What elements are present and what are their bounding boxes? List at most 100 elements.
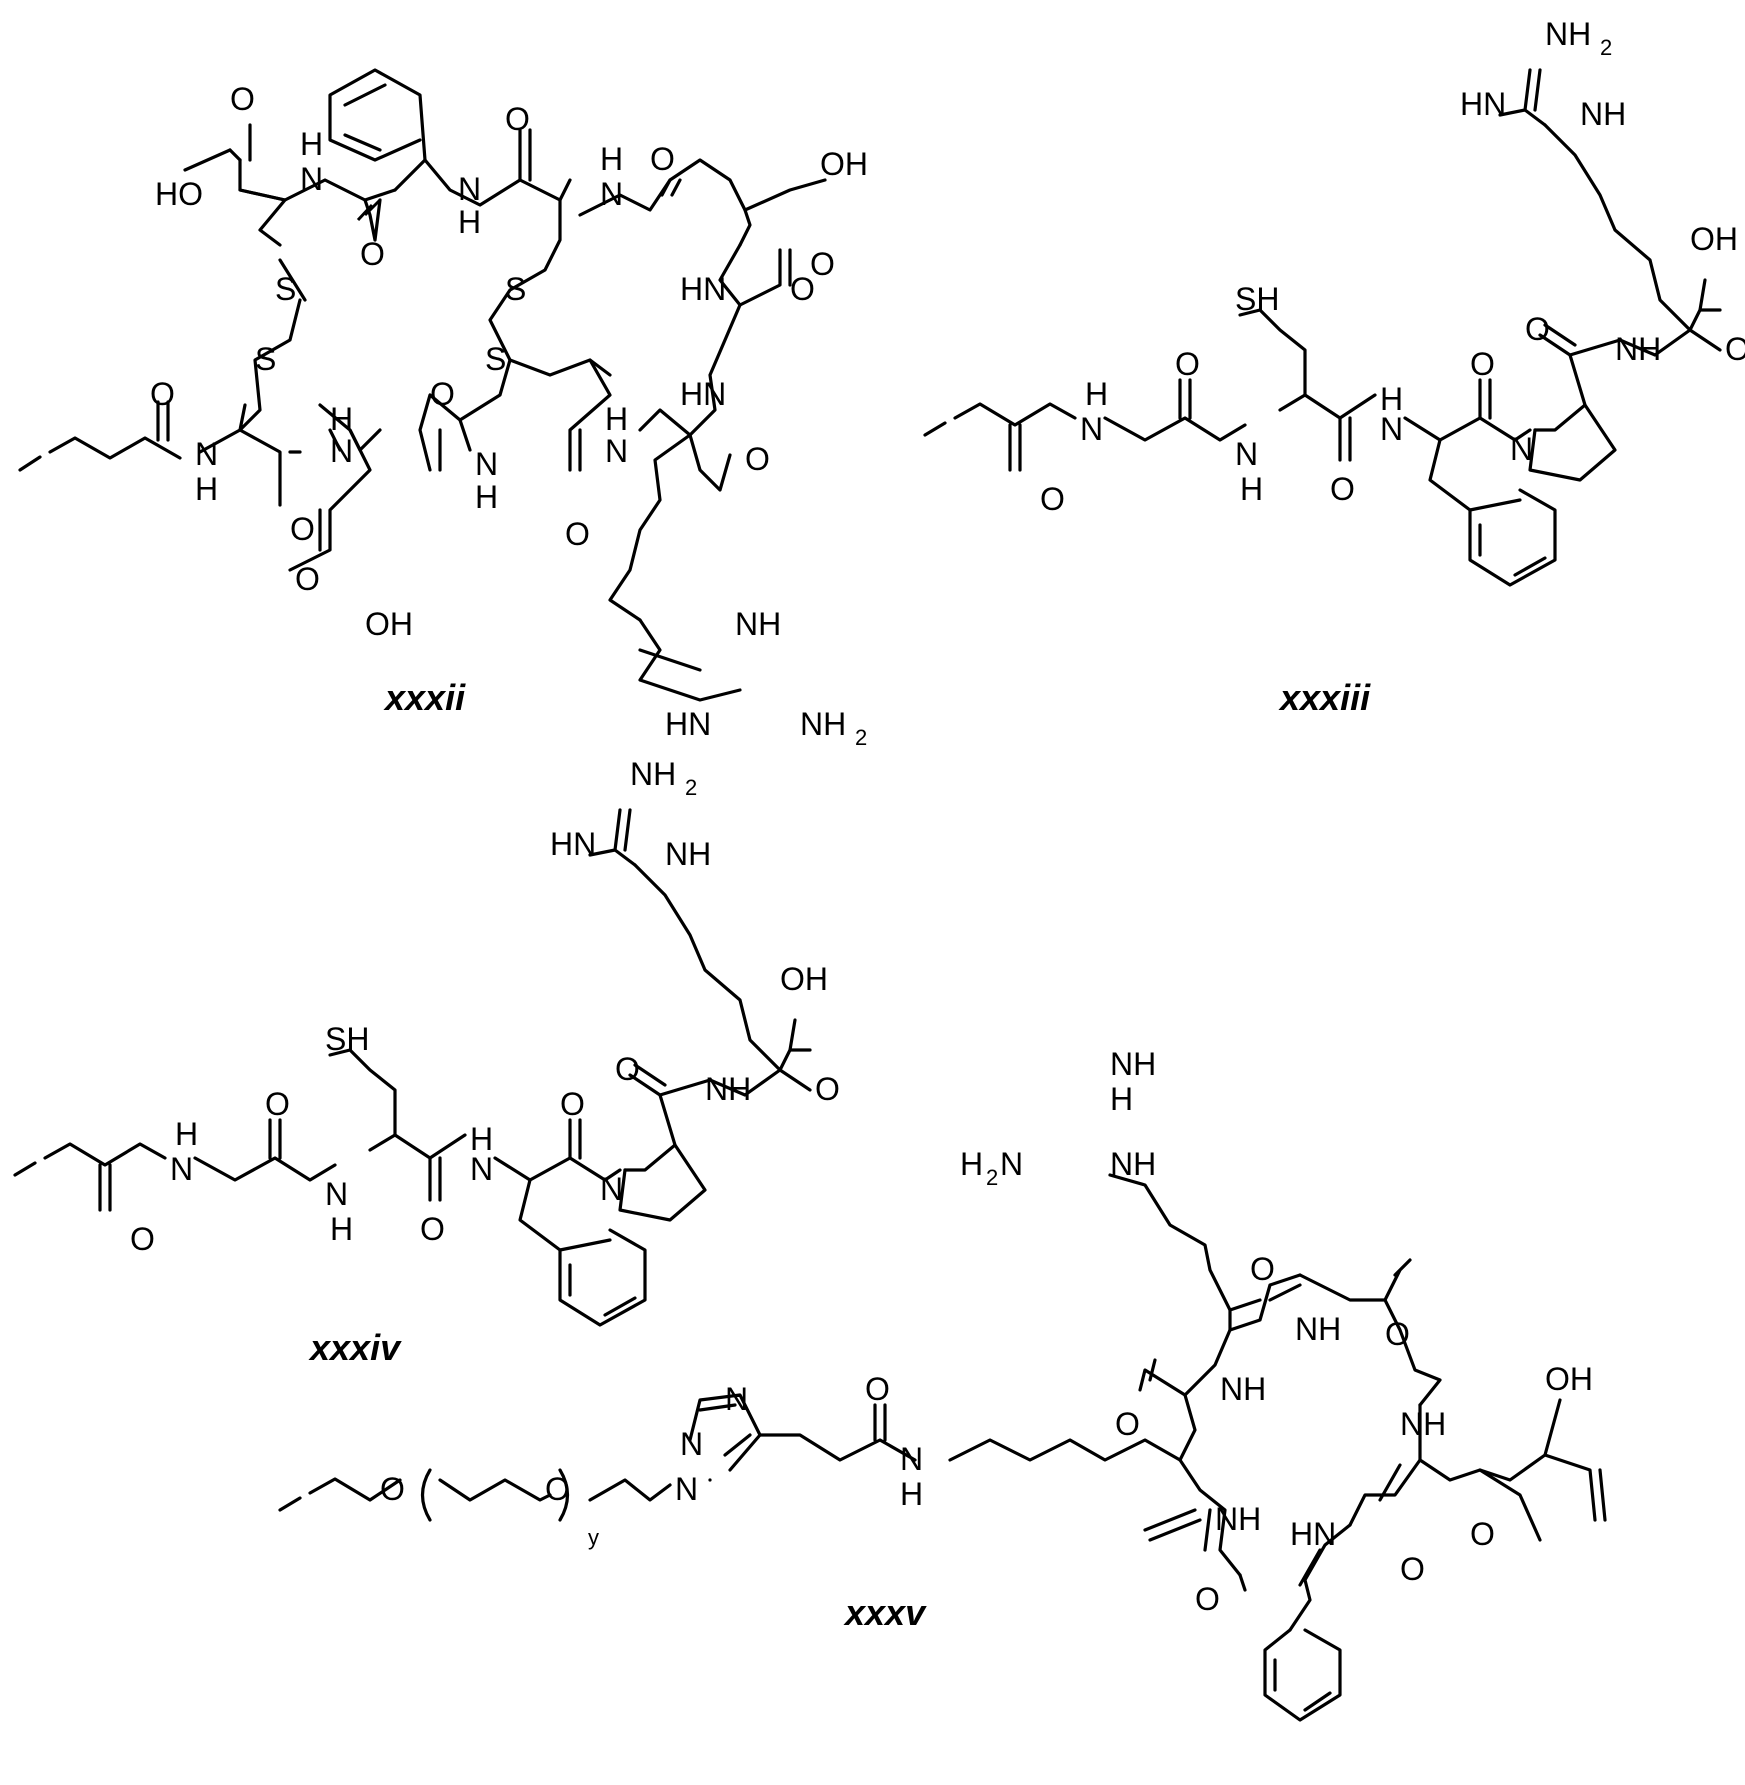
atom-label: H xyxy=(605,401,628,437)
atom-label: H xyxy=(960,1146,983,1182)
compound-label-xxxv: xxxv xyxy=(843,1592,927,1633)
atom-label: N xyxy=(900,1441,923,1477)
atom-subscript: 2 xyxy=(685,775,697,800)
atom-label: O xyxy=(1385,1316,1410,1352)
atom-label: O xyxy=(1470,346,1495,382)
atom-label: N xyxy=(475,446,498,482)
atom-label: H xyxy=(195,471,218,507)
atom-label: HO xyxy=(155,176,203,212)
atom-label: O xyxy=(230,81,255,117)
atom-label: O xyxy=(1195,1581,1220,1617)
atom-label: O xyxy=(130,1221,155,1257)
compound-xxxii: HO O H N O N H O H N O OH O HN O HN S S … xyxy=(20,70,868,750)
atom-label: OH xyxy=(1545,1361,1593,1397)
atom-label: HN xyxy=(665,706,711,742)
atom-label: NH xyxy=(1400,1406,1446,1442)
atom-label: S xyxy=(255,341,276,377)
atom-label: NH xyxy=(1580,96,1626,132)
atom-label: H xyxy=(458,204,481,240)
atom-label: HN xyxy=(550,826,596,862)
atom-label: O xyxy=(380,1471,405,1507)
atom-label: H xyxy=(475,479,498,515)
atom-label: O xyxy=(1525,311,1550,347)
atom-label: O xyxy=(420,1211,445,1247)
atom-label: N xyxy=(1380,411,1403,447)
atom-label: N xyxy=(600,176,623,212)
atom-label: O xyxy=(1330,471,1355,507)
atom-label: HN xyxy=(680,271,726,307)
compound-label-xxxii: xxxii xyxy=(383,677,466,718)
atom-label: O xyxy=(290,511,315,547)
atom-label: H xyxy=(175,1116,198,1152)
atom-label: O xyxy=(615,1051,640,1087)
atom-label: N xyxy=(605,433,628,469)
atom-label: NH xyxy=(1295,1311,1341,1347)
compound-xxxiv: O H N O N H SH O H N O N O NH O OH NH HN… xyxy=(15,756,840,1368)
atom-label: N xyxy=(675,1471,698,1507)
atom-label: O xyxy=(150,376,175,412)
atom-label: N xyxy=(1000,1146,1023,1182)
atom-label: H xyxy=(330,401,353,437)
atom-label: NH xyxy=(630,756,676,792)
atom-subscript: 2 xyxy=(855,725,867,750)
atom-label: HN xyxy=(1460,86,1506,122)
subscript-y: y xyxy=(588,1525,599,1550)
atom-label: OH xyxy=(1690,221,1738,257)
atom-label: NH xyxy=(1110,1046,1156,1082)
atom-label: H xyxy=(1110,1081,1133,1117)
atom-label: O xyxy=(560,1086,585,1122)
atom-label: NH xyxy=(1110,1146,1156,1182)
atom-label: S xyxy=(275,271,296,307)
atom-label: O xyxy=(745,441,770,477)
atom-label: O xyxy=(295,561,320,597)
atom-subscript: 2 xyxy=(986,1165,998,1190)
atom-label: O xyxy=(565,516,590,552)
atom-label: O xyxy=(505,101,530,137)
atom-label: OH xyxy=(365,606,413,642)
atom-label: O xyxy=(360,236,385,272)
atom-label: O xyxy=(1040,481,1065,517)
atom-label: H xyxy=(330,1211,353,1247)
atom-label: N xyxy=(600,1171,623,1207)
atom-label: NH xyxy=(1545,16,1591,52)
atom-label: O xyxy=(430,376,455,412)
atom-label: N xyxy=(470,1151,493,1187)
atom-label: N xyxy=(1235,436,1258,472)
atom-label: O xyxy=(1470,1516,1495,1552)
atom-label: H xyxy=(900,1476,923,1512)
atom-label: N xyxy=(300,161,323,197)
atom-label: NH xyxy=(705,1071,751,1107)
compound-label-xxxiv: xxxiv xyxy=(308,1327,402,1368)
atom-label: O xyxy=(1250,1251,1275,1287)
compound-label-xxxiii: xxxiii xyxy=(1278,677,1371,718)
atom-label: H xyxy=(300,126,323,162)
atom-label: N xyxy=(1510,431,1533,467)
atom-label: N xyxy=(330,433,353,469)
atom-label: N xyxy=(458,171,481,207)
atom-label: N xyxy=(725,1381,748,1417)
atom-label: N xyxy=(325,1176,348,1212)
atom-label: N xyxy=(680,1426,703,1462)
atom-label: O xyxy=(650,141,675,177)
atom-label: O xyxy=(1175,346,1200,382)
atom-label: O xyxy=(790,271,815,307)
atom-label: NH xyxy=(1615,331,1661,367)
atom-label: H xyxy=(1240,471,1263,507)
atom-label: SH xyxy=(1235,281,1279,317)
atom-label: OH xyxy=(820,146,868,182)
atom-label: O xyxy=(1725,331,1745,367)
atom-label: O xyxy=(1400,1551,1425,1587)
atom-label: N xyxy=(170,1151,193,1187)
atom-label: O xyxy=(1115,1406,1140,1442)
atom-subscript: 2 xyxy=(1600,35,1612,60)
atom-label: NH xyxy=(1220,1371,1266,1407)
atom-label: N xyxy=(195,436,218,472)
atom-label: SH xyxy=(325,1021,369,1057)
atom-label: HN xyxy=(1290,1516,1336,1552)
atom-label: O xyxy=(865,1371,890,1407)
atom-label: H xyxy=(600,141,623,177)
atom-label: NH xyxy=(1215,1501,1261,1537)
atom-label: NH xyxy=(665,836,711,872)
atom-label: NH xyxy=(800,706,846,742)
